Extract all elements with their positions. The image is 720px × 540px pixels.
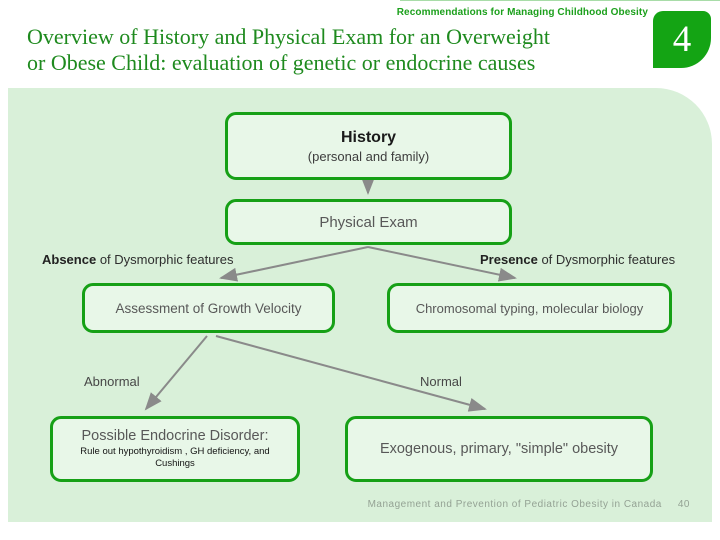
- history-box-title: History: [340, 128, 397, 146]
- title-line-1: Overview of History and Physical Exam fo…: [27, 24, 550, 49]
- absence-label-rest: of Dysmorphic features: [96, 252, 234, 267]
- history-box: History (personal and family): [225, 112, 512, 180]
- footer-page-number: 40: [677, 499, 690, 510]
- abnormal-label: Abnormal: [84, 374, 140, 389]
- physical-exam-box: Physical Exam: [225, 199, 512, 245]
- endocrine-box: Possible Endocrine Disorder: Rule out hy…: [50, 416, 300, 482]
- presence-label: Presence of Dysmorphic features: [480, 252, 675, 267]
- presence-label-bold: Presence: [480, 252, 538, 267]
- title-line-2: or Obese Child: evaluation of genetic or…: [27, 50, 536, 75]
- absence-label: Absence of Dysmorphic features: [42, 252, 233, 267]
- history-box-subtitle: (personal and family): [307, 148, 430, 164]
- footer: Management and Prevention of Pediatric O…: [368, 499, 690, 510]
- chromosomal-label: Chromosomal typing, molecular biology: [415, 300, 644, 316]
- growth-velocity-box: Assessment of Growth Velocity: [82, 283, 335, 333]
- page-title: Overview of History and Physical Exam fo…: [27, 24, 647, 76]
- physical-exam-label: Physical Exam: [319, 213, 418, 231]
- slide-number-badge: 4: [653, 11, 711, 68]
- chromosomal-box: Chromosomal typing, molecular biology: [387, 283, 672, 333]
- eyebrow-text: Recommendations for Managing Childhood O…: [396, 7, 648, 18]
- exogenous-box: Exogenous, primary, "simple" obesity: [345, 416, 653, 482]
- absence-label-bold: Absence: [42, 252, 97, 267]
- endocrine-detail-line-2: Cushings: [155, 458, 195, 469]
- endocrine-box-title: Possible Endocrine Disorder:: [81, 428, 269, 444]
- footer-text: Management and Prevention of Pediatric O…: [367, 499, 662, 510]
- endocrine-detail-line-1: Rule out hypothyroidism , GH deficiency,…: [80, 446, 270, 457]
- endocrine-box-detail: Rule out hypothyroidism , GH deficiency,…: [80, 446, 269, 470]
- top-rule: [400, 0, 720, 1]
- growth-velocity-label: Assessment of Growth Velocity: [115, 300, 302, 316]
- presence-label-rest: of Dysmorphic features: [537, 252, 676, 267]
- normal-label: Normal: [420, 374, 462, 389]
- exogenous-label: Exogenous, primary, "simple" obesity: [379, 441, 619, 457]
- slide-number: 4: [672, 19, 692, 60]
